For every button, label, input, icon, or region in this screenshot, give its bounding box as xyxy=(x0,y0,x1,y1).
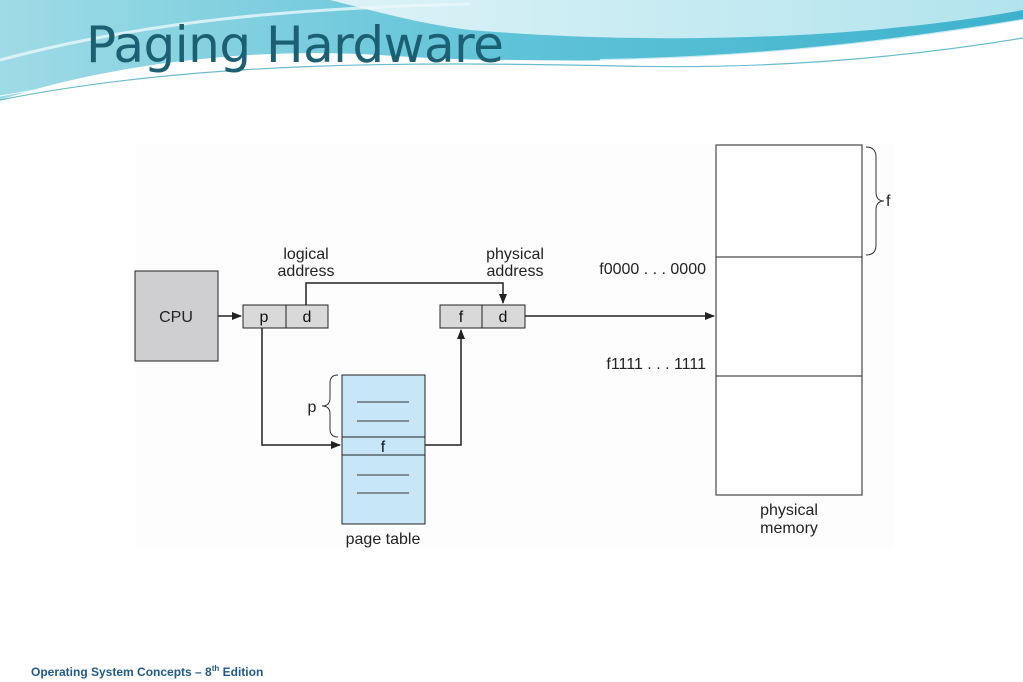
page-table-frame-entry: f xyxy=(381,439,386,456)
logical-page-number: p xyxy=(260,309,269,326)
footer-suffix: Edition xyxy=(219,665,264,679)
physical-memory xyxy=(715,144,863,496)
offset-copy-arrow xyxy=(305,282,507,305)
footer-superscript: th xyxy=(211,664,220,673)
frame-number-arrow xyxy=(425,329,465,446)
frame-end-address: f1111 . . . 1111 xyxy=(606,356,706,373)
header-swoosh-decoration xyxy=(0,0,1023,101)
frame-start-address: f0000 . . . 0000 xyxy=(599,261,706,278)
slide-footer: Operating System Concepts – 8th Edition xyxy=(31,664,263,679)
footer-prefix: Operating System Concepts – 8 xyxy=(31,665,212,679)
page-table-caption: page table xyxy=(346,531,421,548)
cpu-box xyxy=(134,270,219,362)
physical-memory-label-line2: memory xyxy=(760,520,818,537)
physical-address-label-line1: physical xyxy=(486,246,544,263)
cpu-label: CPU xyxy=(159,309,193,326)
logical-address-label-line2: address xyxy=(278,263,335,280)
logical-address-label-line1: logical xyxy=(283,246,328,263)
slide-title: Paging Hardware xyxy=(86,16,504,74)
frame-brace xyxy=(865,146,885,256)
page-number-to-table-arrow xyxy=(261,328,341,449)
frame-brace-label: f xyxy=(886,193,891,210)
physical-offset: d xyxy=(499,309,508,326)
physical-memory-label-line1: physical xyxy=(760,502,818,519)
physical-frame-number: f xyxy=(459,309,464,326)
logical-offset: d xyxy=(303,309,312,326)
page-table-brace xyxy=(321,374,339,438)
physical-address-label-line2: address xyxy=(487,263,544,280)
page-table-brace-label: p xyxy=(308,399,317,416)
page-table xyxy=(341,374,426,525)
